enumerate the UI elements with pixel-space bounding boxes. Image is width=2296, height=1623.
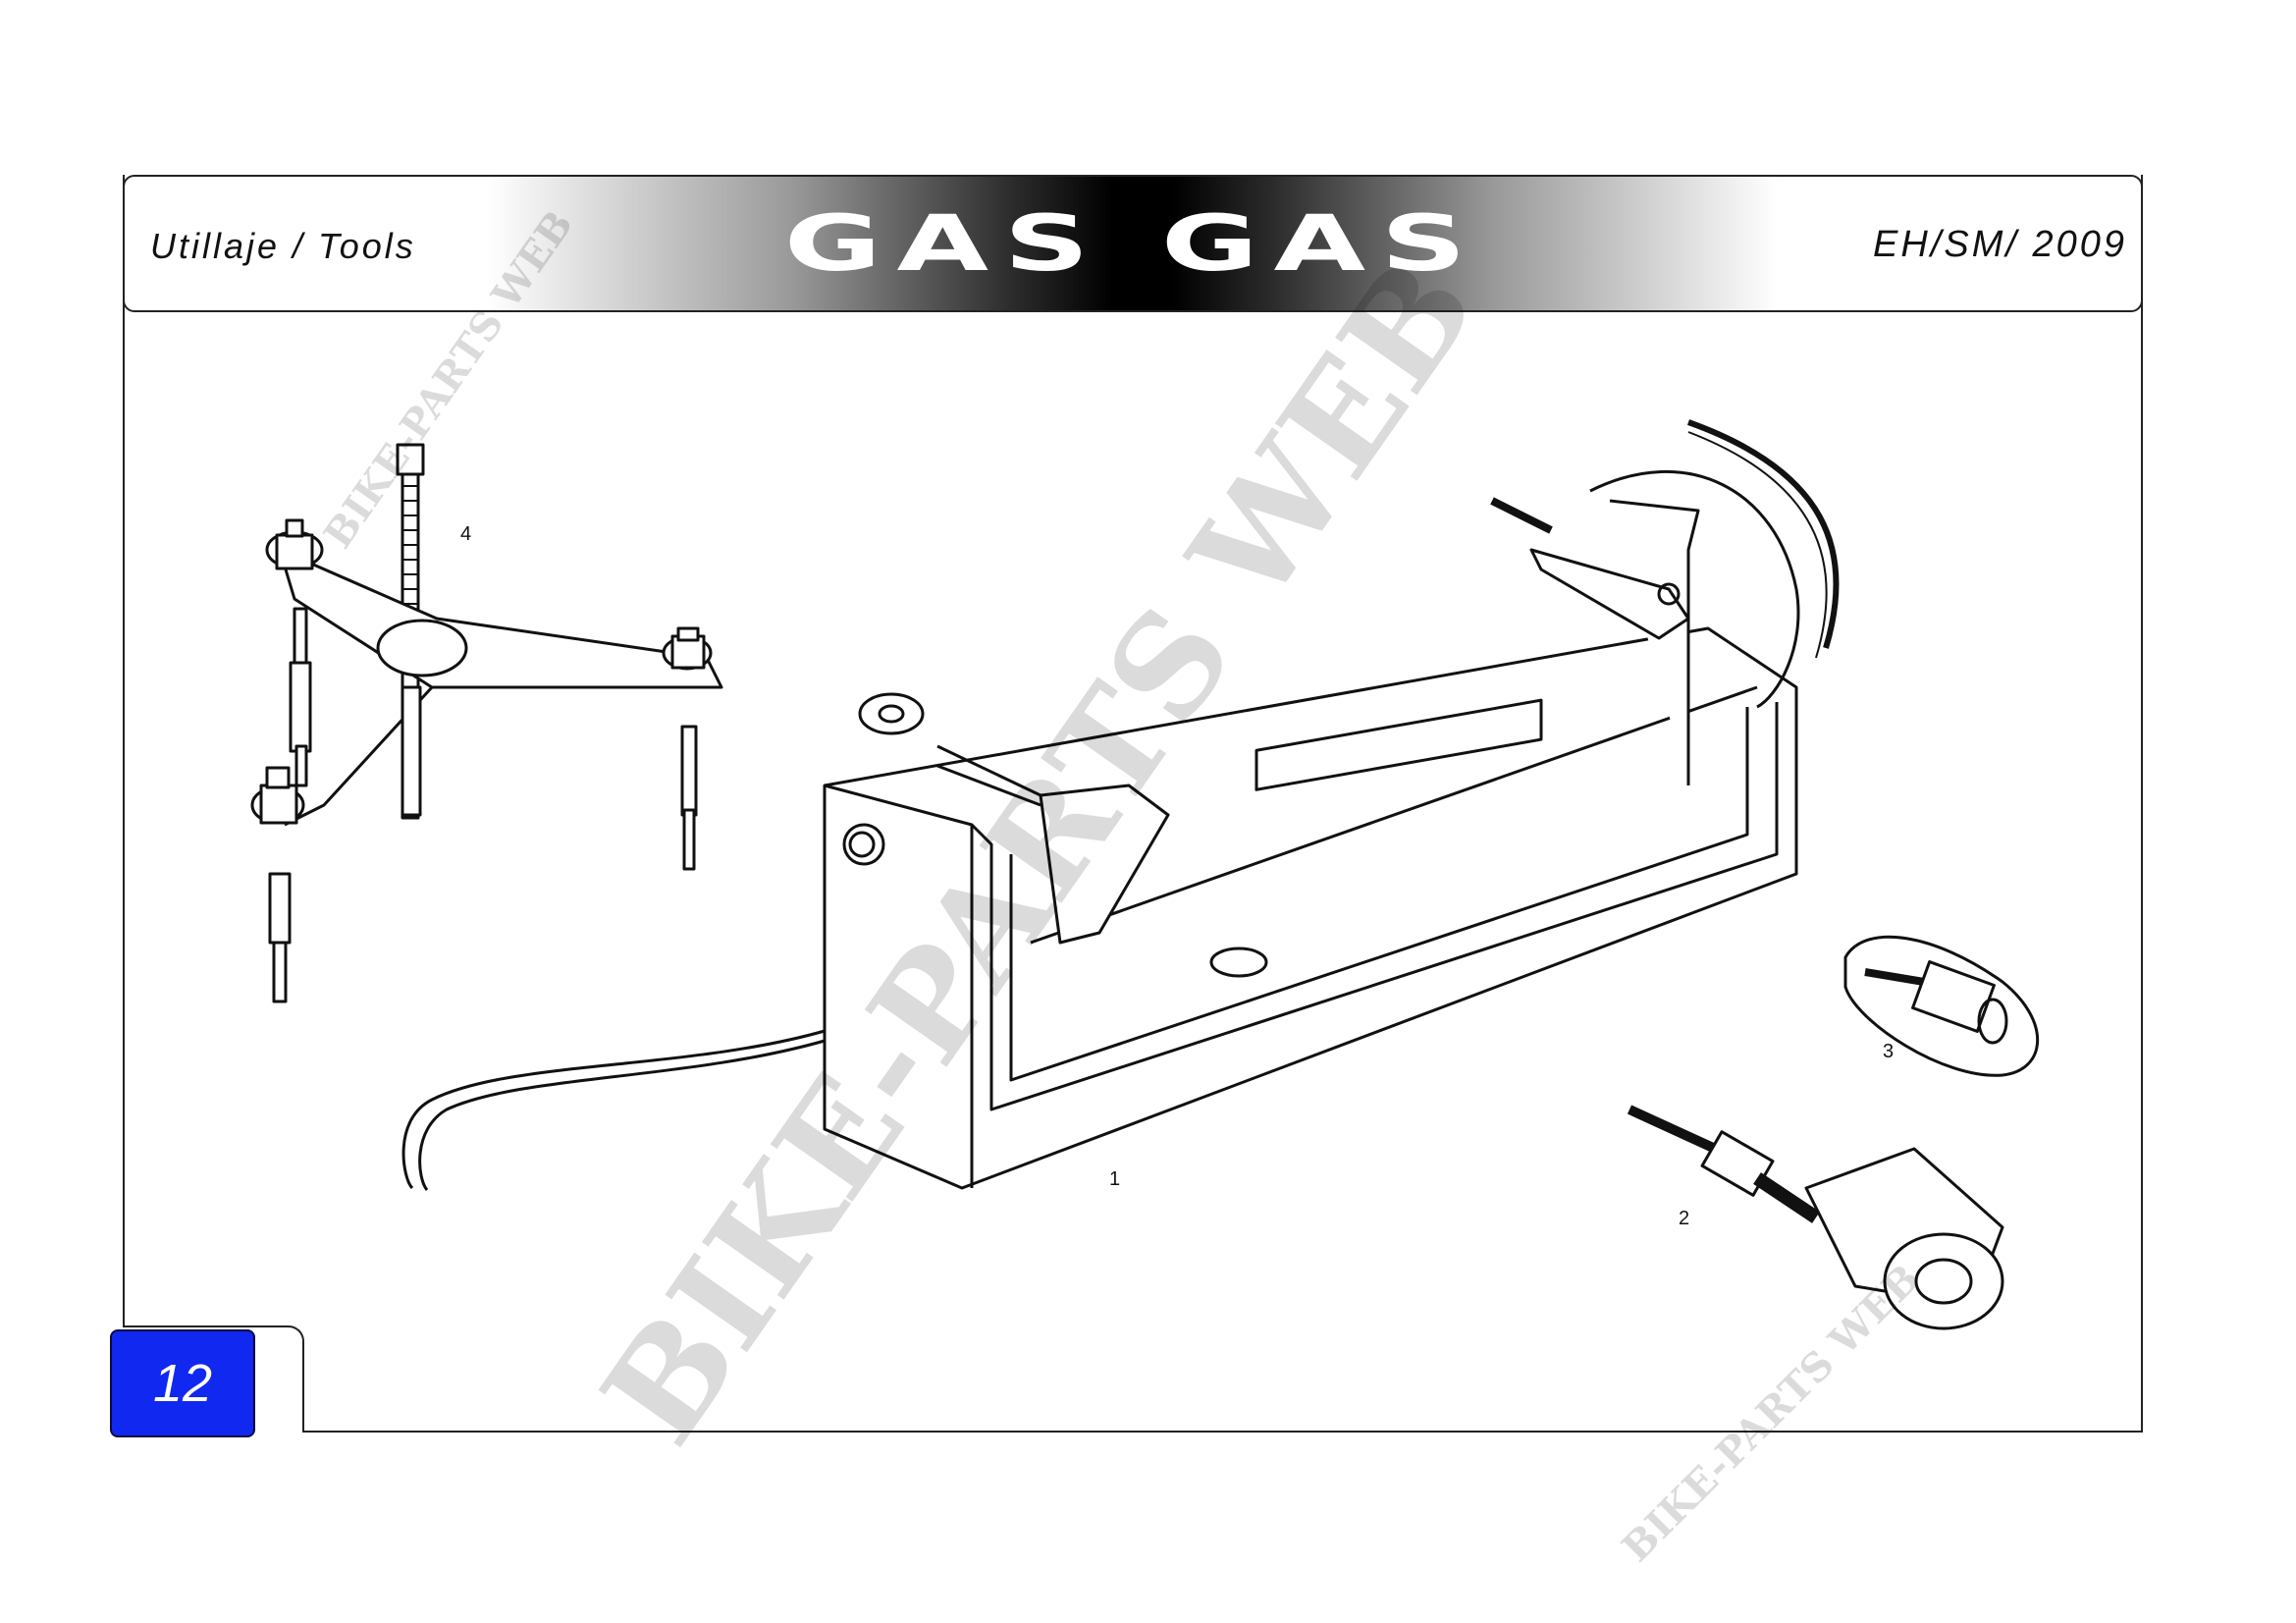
tool-extractor-illustration — [1627, 1105, 2004, 1330]
brand-logo: GAS GAS — [783, 200, 1482, 289]
section-title: Utillaje / Tools — [150, 226, 416, 266]
page-number-badge: 12 — [110, 1329, 255, 1437]
model-year-title: EH/SM/ 2009 — [1873, 224, 2127, 265]
tool-puller-illustration — [250, 443, 723, 1003]
page-header: Utillaje / Tools GAS GAS EH/SM/ 2009 — [123, 175, 2143, 312]
page-frame-bottom — [304, 1431, 2143, 1433]
page-frame — [123, 175, 2143, 1433]
callout-item-4: 4 — [460, 523, 472, 545]
tool-stand-illustration — [401, 419, 1840, 1191]
tool-adapter-illustration — [1843, 935, 2040, 1077]
callout-item-2: 2 — [1679, 1208, 1690, 1229]
callout-item-3: 3 — [1883, 1041, 1895, 1062]
callout-item-1: 1 — [1109, 1168, 1121, 1190]
